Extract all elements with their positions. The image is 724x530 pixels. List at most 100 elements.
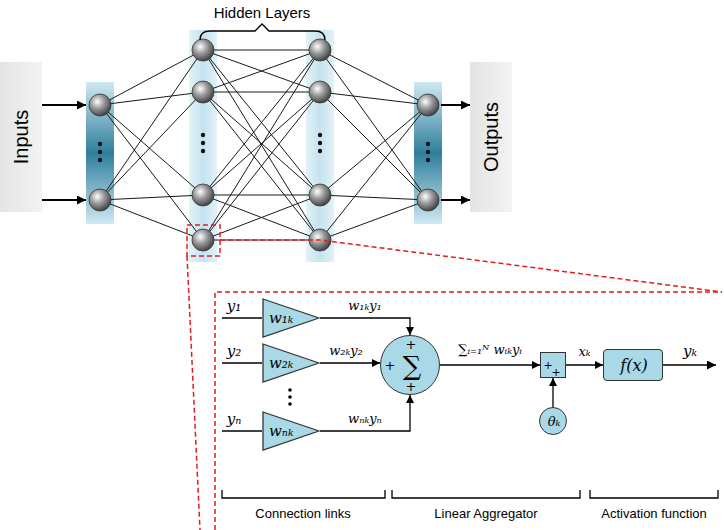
ellipsis-dot	[426, 142, 430, 146]
ellipsis-dot	[426, 158, 430, 162]
input-wire	[222, 317, 262, 318]
ellipsis-dot	[201, 133, 205, 137]
triangle-shape	[263, 412, 319, 450]
network-link	[203, 50, 320, 240]
zoom-marker	[187, 225, 220, 256]
zoom-leader	[187, 256, 200, 530]
neuron	[192, 39, 214, 61]
node-text: +	[543, 360, 552, 372]
ellipsis-dot	[288, 395, 292, 399]
edge-label: w₁ₖy₁	[346, 299, 384, 313]
node-text: +	[551, 367, 560, 379]
ellipsis-dot	[98, 142, 102, 146]
input-wire	[222, 362, 262, 363]
ellipsis-dot	[318, 141, 322, 145]
network-link	[320, 195, 428, 200]
edge-label: xₖ	[576, 345, 592, 359]
network-link	[203, 92, 320, 195]
network-link	[320, 105, 428, 240]
network-link	[100, 195, 203, 200]
node-text: Outputs	[480, 102, 502, 172]
ellipsis-dot	[201, 141, 205, 145]
zoom-leader	[220, 240, 722, 292]
neuron	[309, 184, 331, 206]
layer-bracket	[200, 24, 325, 40]
network-link	[100, 92, 203, 200]
network-link	[320, 105, 428, 195]
node-text: ∑	[403, 352, 422, 381]
triangle-shape	[263, 299, 319, 337]
neuron	[417, 94, 439, 116]
ellipsis-dot	[318, 133, 322, 137]
network-link	[203, 92, 320, 240]
network-link	[320, 50, 428, 105]
signal-name: y₂	[227, 343, 242, 360]
input-layer-band	[86, 82, 114, 224]
edge-label: ∑ᵢ₌₁ᴺ wᵢₖyᵢ	[456, 343, 524, 357]
node-text: +	[406, 380, 417, 394]
input-wire	[222, 430, 262, 431]
network-link	[100, 50, 203, 200]
output-arrow	[441, 104, 470, 106]
edge-label: w₂ₖy₂	[327, 344, 365, 358]
weight-triangle: w₁ₖ	[262, 298, 320, 338]
signal-name: y₁	[227, 298, 242, 315]
node-text: w₁ₖ	[269, 310, 293, 327]
neuron	[192, 184, 214, 206]
section-name: Linear Aggregator	[434, 507, 537, 521]
network-link	[203, 92, 320, 93]
section-name: Activation function	[601, 507, 707, 521]
node-text: +	[406, 338, 417, 352]
signal-name: yₖ	[683, 343, 697, 360]
weight-triangle: w₂ₖ	[262, 343, 320, 383]
outputs-box: Outputs	[470, 62, 512, 212]
section-name: Connection links	[255, 507, 350, 521]
output-wire	[663, 364, 716, 365]
triangle-shape	[263, 344, 319, 382]
adder-square: ++	[540, 352, 566, 378]
connector	[566, 364, 603, 365]
bias-circle: θₖ	[539, 407, 567, 435]
network-link	[100, 105, 203, 195]
network-link	[320, 200, 428, 240]
connector	[320, 395, 410, 431]
node-text: Inputs	[10, 110, 32, 164]
network-links	[100, 50, 428, 240]
neuron	[89, 94, 111, 116]
weight-triangle: wₙₖ	[262, 411, 320, 451]
edge-label: wₙₖyₙ	[346, 412, 384, 426]
network-link	[203, 50, 320, 240]
node-text: w₂ₖ	[269, 355, 293, 372]
connector	[552, 378, 553, 407]
neuron	[309, 81, 331, 103]
neuron	[417, 189, 439, 211]
ellipsis-dot	[426, 150, 430, 154]
network-link	[203, 50, 320, 195]
node-text: wₙₖ	[269, 423, 293, 440]
neuron	[192, 81, 214, 103]
ellipsis-dot	[201, 149, 205, 153]
ellipsis-dot	[288, 402, 292, 406]
network-link	[320, 92, 428, 200]
connector	[320, 318, 410, 335]
connector	[440, 364, 540, 365]
activation-box: f(x)	[603, 349, 663, 381]
ellipsis-dot	[318, 149, 322, 153]
network-link	[203, 92, 320, 195]
section-bracket	[222, 490, 718, 498]
neuron	[309, 39, 331, 61]
network-link	[203, 50, 320, 51]
network-link	[100, 92, 203, 105]
network-link	[203, 50, 320, 195]
node-text: +	[385, 359, 396, 373]
input-arrow	[42, 104, 86, 106]
network-link	[320, 92, 428, 105]
signal-name: yₙ	[227, 411, 242, 428]
ellipsis-dots	[98, 133, 430, 162]
connector	[320, 362, 380, 363]
layer-heading: Hidden Layers	[214, 5, 311, 22]
neuron	[89, 189, 111, 211]
